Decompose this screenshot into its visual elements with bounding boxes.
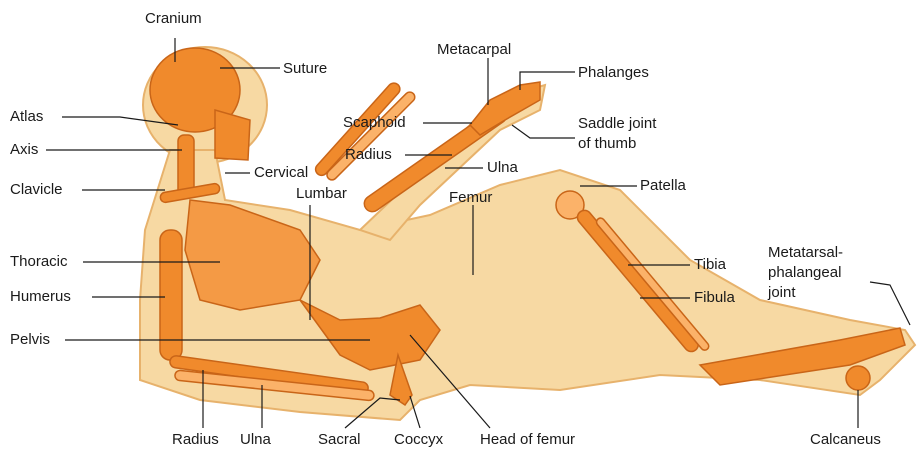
cervical-vertebrae <box>178 135 194 195</box>
label-scaphoid: Scaphoid <box>343 115 406 130</box>
label-pelvis: Pelvis <box>10 332 50 347</box>
label-ulna-arm: Ulna <box>487 160 518 175</box>
label-coccyx: Coccyx <box>394 432 443 447</box>
label-patella: Patella <box>640 178 686 193</box>
label-fibula: Fibula <box>694 290 735 305</box>
leader-metatarsal <box>870 282 910 325</box>
label-thoracic: Thoracic <box>10 254 68 269</box>
label-sacral: Sacral <box>318 432 361 447</box>
label-cranium: Cranium <box>145 11 202 26</box>
label-head-of-femur: Head of femur <box>480 432 575 447</box>
label-axis: Axis <box>10 142 38 157</box>
label-saddle-joint-line2: of thumb <box>578 134 656 154</box>
label-suture: Suture <box>283 61 327 76</box>
label-metacarpal: Metacarpal <box>437 42 511 57</box>
label-femur: Femur <box>449 190 492 205</box>
label-metatarsal-line1: Metatarsal- <box>768 243 843 263</box>
label-metatarsal-phalangeal-joint: Metatarsal- phalangeal joint <box>768 243 843 303</box>
label-metatarsal-line3: joint <box>768 283 843 303</box>
label-atlas: Atlas <box>10 109 43 124</box>
label-clavicle: Clavicle <box>10 182 63 197</box>
label-saddle-joint: Saddle joint of thumb <box>578 114 656 154</box>
calcaneus-bone <box>846 366 870 390</box>
label-radius-lower: Radius <box>172 432 219 447</box>
label-cervical: Cervical <box>254 165 308 180</box>
label-saddle-joint-line1: Saddle joint <box>578 114 656 134</box>
label-calcaneus: Calcaneus <box>810 432 881 447</box>
leader-saddle-joint <box>512 125 575 138</box>
label-lumbar: Lumbar <box>296 186 347 201</box>
label-radius-arm: Radius <box>345 147 392 162</box>
label-tibia: Tibia <box>694 257 726 272</box>
label-ulna-lower: Ulna <box>240 432 271 447</box>
label-humerus: Humerus <box>10 289 71 304</box>
arm-ulna-bone <box>325 90 417 182</box>
label-phalanges: Phalanges <box>578 65 649 80</box>
label-metatarsal-line2: phalangeal <box>768 263 843 283</box>
